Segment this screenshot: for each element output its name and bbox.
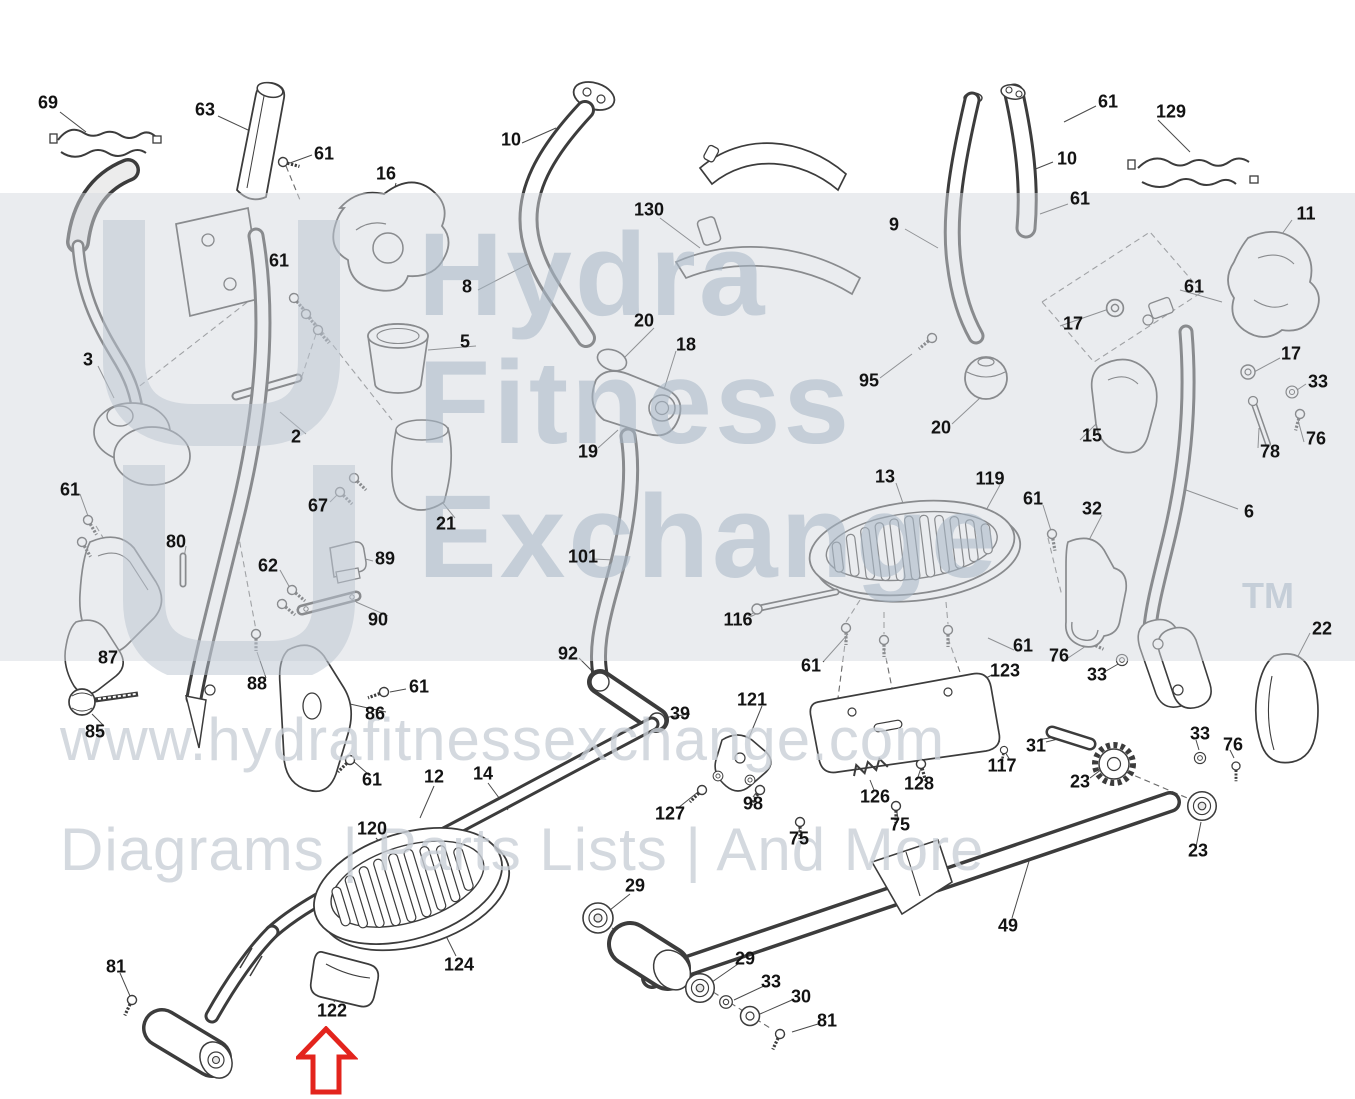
part-69-wire (49, 128, 162, 158)
part-32-bracket (1064, 537, 1128, 648)
part-21-holder (391, 419, 453, 511)
part-11-cover (1227, 231, 1320, 338)
part-39-link (587, 669, 669, 733)
part-123-plate (809, 672, 1001, 774)
part-15-shroud (1090, 358, 1158, 454)
part-30-washer (739, 1005, 761, 1027)
part-130-strap (674, 142, 862, 296)
part-89-clip (329, 541, 367, 584)
part-88-screw (249, 627, 263, 653)
part-31-pin (1045, 725, 1097, 751)
part-116-bolt (751, 588, 840, 615)
part-63-post (236, 81, 286, 201)
part-19-joint (591, 348, 682, 437)
part-90-plate (296, 590, 362, 616)
up-arrow-shape (293, 1025, 359, 1095)
part-17-nut (1105, 298, 1125, 318)
part-8-arm (518, 81, 616, 348)
part-122-bracket (309, 951, 380, 1008)
part-29-roller (607, 921, 692, 991)
part-22-cover (1254, 653, 1319, 764)
part-121-bracket (714, 734, 772, 792)
part-129-wire (1127, 157, 1259, 188)
part-49-rail (641, 791, 1181, 989)
highlight-arrow (293, 1025, 359, 1099)
part-87-shroud (64, 536, 163, 695)
part-85-knob (68, 688, 139, 716)
part-23-roller-left (142, 1008, 233, 1079)
part-23-gear (1092, 742, 1136, 786)
part-126-spring (853, 756, 889, 777)
exploded-parts (49, 81, 1320, 1079)
part-20-ball (964, 356, 1008, 400)
part-16-clamp (332, 181, 450, 292)
part-9-upright (943, 91, 985, 345)
part-10-post-right (1000, 83, 1038, 239)
part-86-cover (278, 644, 353, 793)
part-120-pedal (313, 827, 511, 952)
part-5-cup (367, 323, 429, 394)
part-95-bolt (914, 330, 940, 354)
part-101-arm (590, 427, 640, 683)
part-3-handlebar (66, 158, 191, 486)
